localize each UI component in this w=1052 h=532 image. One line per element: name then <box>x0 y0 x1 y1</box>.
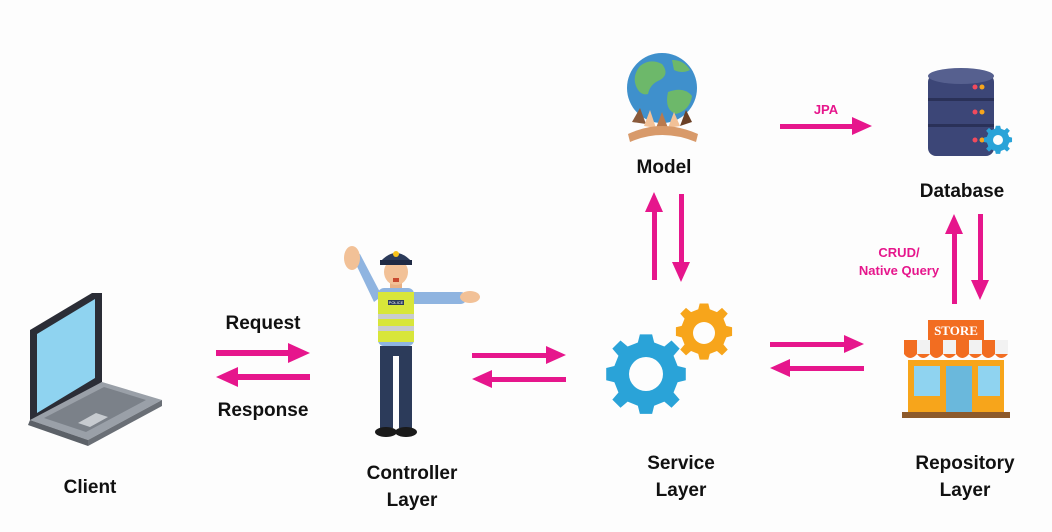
service-layer-label: Service Layer <box>616 450 746 504</box>
repository-label-line1: Repository <box>915 453 1015 474</box>
crud-label-line2: Native Query <box>858 263 940 278</box>
controller-label-line2: Layer <box>386 490 438 511</box>
service-label-line2: Layer <box>655 480 707 501</box>
database-to-repository-arrow <box>971 214 989 300</box>
crud-label-line1: CRUD/ <box>878 245 920 260</box>
request-arrow <box>216 343 310 363</box>
controller-label-line1: Controller <box>366 463 458 484</box>
police-officer-icon: POLICE <box>344 246 480 437</box>
service-label-line1: Service <box>647 453 715 474</box>
repository-label-line2: Layer <box>939 480 991 501</box>
store-sign: STORE <box>934 323 978 338</box>
controller-to-service-arrow <box>472 346 566 364</box>
store-icon: STORE <box>902 320 1010 418</box>
repository-to-database-arrow <box>945 214 963 304</box>
controller-layer-label: Controller Layer <box>342 460 482 514</box>
service-to-repository-arrow <box>770 335 864 353</box>
database-icon <box>928 68 1013 156</box>
crud-native-query-label: CRUD/ Native Query <box>846 244 952 280</box>
database-label: Database <box>919 181 1005 202</box>
police-badge: POLICE <box>389 300 404 305</box>
jpa-arrow <box>780 117 872 135</box>
globe-hands-icon <box>627 53 698 142</box>
repository-to-service-arrow <box>770 359 864 377</box>
response-label: Response <box>217 400 309 421</box>
gears-icon <box>606 303 733 414</box>
model-to-service-arrow <box>672 194 690 282</box>
request-label: Request <box>225 313 301 334</box>
service-to-controller-arrow <box>472 370 566 388</box>
repository-layer-label: Repository Layer <box>892 450 1038 504</box>
laptop-icon <box>28 293 162 446</box>
service-to-model-arrow <box>645 192 663 280</box>
response-arrow <box>216 367 310 387</box>
model-label: Model <box>636 157 692 178</box>
client-label: Client <box>63 477 117 498</box>
jpa-label: JPA <box>813 102 839 117</box>
